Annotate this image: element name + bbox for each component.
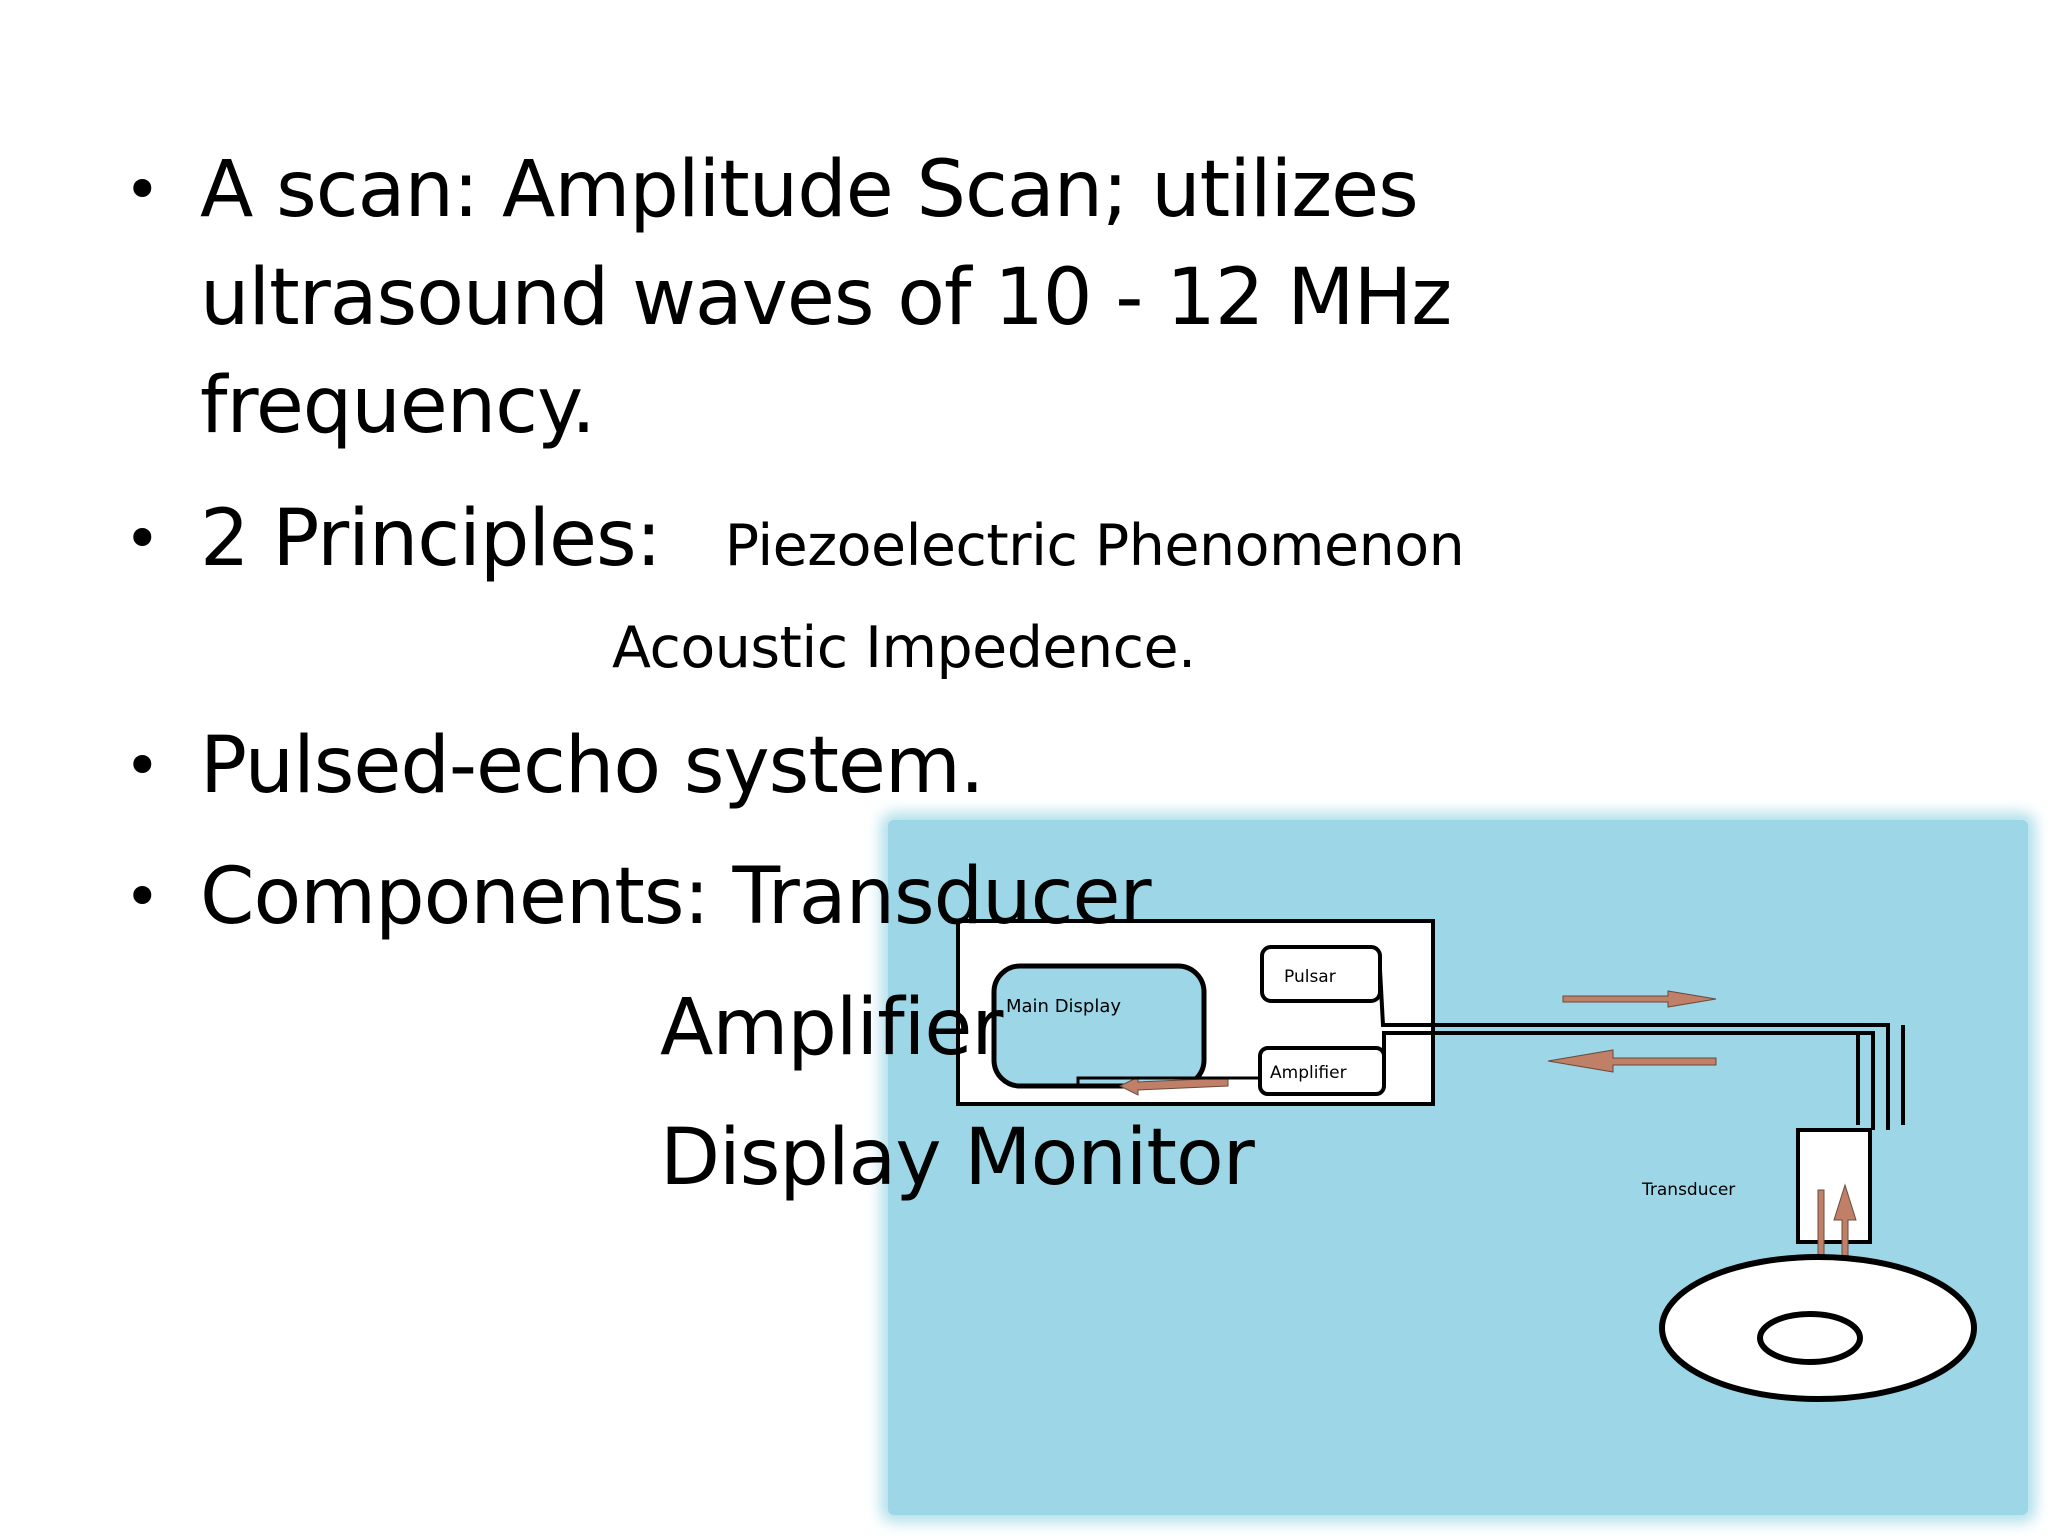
bullet-principles: • 2 Principles: Piezoelectric Phenomenon [124, 485, 1465, 600]
a-scan-line-3: frequency. [200, 361, 596, 451]
bullet-dot: • [124, 729, 161, 802]
amplifier-cable [1382, 1031, 1875, 1130]
transducer-label: Transducer [1641, 1180, 1735, 1200]
bullet-components: • Components: Transducer [124, 843, 1152, 951]
bullet-a-scan: • A scan: Amplitude Scan; utilizes ultra… [124, 136, 1452, 460]
main-display-box [991, 963, 1207, 1089]
component-display-monitor: Display Monitor [660, 1113, 1255, 1203]
amplifier-label: Amplifier [1270, 1063, 1347, 1083]
outgoing-arrow [1562, 990, 1717, 1008]
eye-inner-ellipse [1757, 1311, 1863, 1365]
bullet-dot: • [124, 502, 161, 575]
a-scan-line-2: ultrasound waves of 10 - 12 MHz [200, 253, 1452, 343]
main-display-label: Main Display [1006, 996, 1121, 1017]
diagram-svg: Main Display Pulsar Amplifier Transducer [956, 919, 1977, 1402]
bullet-pulsed-echo: • Pulsed-echo system. [124, 712, 985, 820]
principle-2: Acoustic Impedence. [612, 615, 1196, 681]
bullet-dot: • [124, 860, 161, 933]
principles-label: 2 Principles: [200, 494, 662, 584]
component-amplifier: Amplifier [660, 983, 1003, 1073]
pulsed-echo-text: Pulsed-echo system. [200, 721, 985, 811]
transducer-box [1796, 1128, 1872, 1244]
display-amp-link [1076, 1076, 1260, 1086]
bullet-dot: • [124, 153, 161, 226]
principle-1: Piezoelectric Phenomenon [724, 513, 1465, 579]
incoming-arrow [1547, 1049, 1717, 1073]
pulsar-label: Pulsar [1284, 967, 1336, 987]
ultrasound-diagram: Main Display Pulsar Amplifier Transducer [888, 820, 2028, 1515]
components-label: Components: Transducer [200, 852, 1152, 942]
a-scan-line-1: A scan: Amplitude Scan; utilizes [200, 145, 1419, 235]
pulsar-cable [1378, 969, 1890, 1130]
